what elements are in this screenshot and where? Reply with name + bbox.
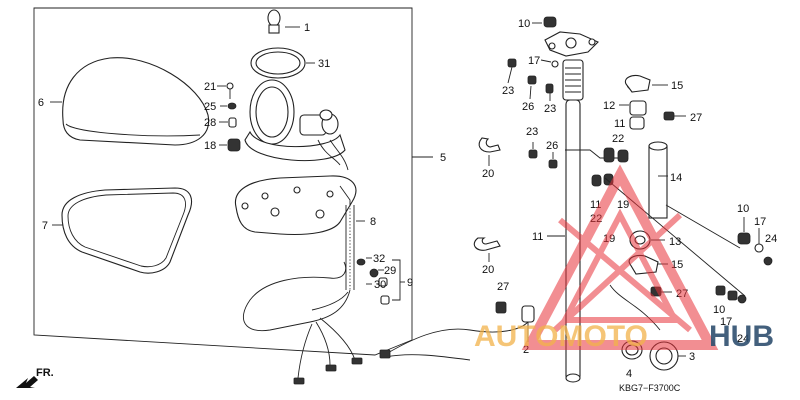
callout-10c: 10 xyxy=(713,304,725,316)
callout-13: 13 xyxy=(669,236,681,248)
callout-12: 12 xyxy=(603,100,615,112)
screw-23b-part xyxy=(528,149,538,159)
callout-6: 6 xyxy=(38,97,44,109)
bolt-17-right-part xyxy=(754,243,764,253)
callout-7: 7 xyxy=(42,220,48,232)
collar-lower-part xyxy=(380,295,390,305)
grommet-18-part xyxy=(227,138,241,152)
nut-26a-part xyxy=(527,75,537,85)
callout-21: 21 xyxy=(204,81,216,93)
cap-10-top-part xyxy=(543,16,557,28)
cable-guide-bolt-part xyxy=(565,147,629,163)
callout-29: 29 xyxy=(384,265,396,277)
callout-28: 28 xyxy=(204,117,216,129)
meter-case-part xyxy=(244,79,349,171)
tube-14-part xyxy=(648,141,668,219)
assembly-boundary xyxy=(33,7,413,356)
callout-18: 18 xyxy=(204,140,216,152)
screw-32-part xyxy=(356,258,366,266)
grommet-11b-part xyxy=(629,116,645,130)
nut-26b-part xyxy=(548,159,558,169)
front-marker: FR. xyxy=(36,367,54,379)
callout-32: 32 xyxy=(373,253,385,265)
callout-15a: 15 xyxy=(671,80,683,92)
nut-24-right-part xyxy=(763,256,773,266)
callout-31: 31 xyxy=(318,58,330,70)
callout-11c: 11 xyxy=(590,199,601,211)
sensor-wire-part xyxy=(379,301,535,361)
bolt-27-upper-part xyxy=(663,111,686,121)
callout-10a: 10 xyxy=(518,18,530,30)
callout-20a: 20 xyxy=(482,168,494,180)
callout-1: 1 xyxy=(304,22,310,34)
callout-4: 4 xyxy=(626,368,632,380)
callout-24a: 24 xyxy=(765,233,777,245)
lower-right-fasteners-part xyxy=(715,285,747,304)
callout-30: 30 xyxy=(374,279,386,291)
grommet-11c-part xyxy=(591,174,602,187)
callout-23a: 23 xyxy=(502,85,514,97)
collar-30-part xyxy=(378,277,388,287)
callout-20b: 20 xyxy=(482,264,494,276)
callout-14: 14 xyxy=(670,172,682,184)
gasket-part xyxy=(61,187,192,274)
screw-23a-part xyxy=(507,58,517,68)
callout-22a: 22 xyxy=(612,133,624,145)
callout-23c: 23 xyxy=(544,103,556,115)
callout-11a: 11 xyxy=(532,231,543,243)
harness-wire-part xyxy=(242,261,351,332)
callout-9: 9 xyxy=(407,277,413,289)
washer-25-part xyxy=(227,102,237,110)
watermark-logo xyxy=(521,164,719,350)
callout-17a: 17 xyxy=(528,55,540,67)
callout-11b: 11 xyxy=(614,118,625,130)
nut-29-part xyxy=(369,268,379,278)
callout-17c: 17 xyxy=(720,316,732,328)
callout-8: 8 xyxy=(370,216,376,228)
grommet-12-part xyxy=(629,100,647,116)
callout-23b: 23 xyxy=(526,126,538,138)
collar-28-part xyxy=(228,117,237,128)
clamp-15-upper-part xyxy=(624,74,651,93)
callout-25: 25 xyxy=(204,101,216,113)
clip-20-lower-part xyxy=(473,237,501,251)
diagram-code: KBG7−F3700C xyxy=(619,383,681,393)
watermark-text-right: HUB xyxy=(709,320,774,353)
base-plate-part xyxy=(234,175,357,235)
callout-24b: 24 xyxy=(737,333,749,345)
callout-19a: 19 xyxy=(617,199,629,211)
cable-top-bracket-part xyxy=(544,31,599,57)
callout-27c: 27 xyxy=(497,281,509,293)
callout-26b: 26 xyxy=(546,140,558,152)
bulb-part xyxy=(267,9,281,34)
callout-5: 5 xyxy=(440,152,446,164)
screw-23c-part xyxy=(545,83,554,94)
cap-10-right-part xyxy=(737,232,751,245)
callout-3: 3 xyxy=(689,351,695,363)
lens-cover-part xyxy=(62,57,210,146)
clip-20-upper-part xyxy=(478,137,501,153)
callout-10b: 10 xyxy=(737,203,749,215)
callout-26a: 26 xyxy=(522,101,534,113)
callout-27a: 27 xyxy=(690,112,702,124)
front-arrow-icon xyxy=(16,376,38,388)
harness-coil-part xyxy=(339,185,355,290)
watermark-text-left: AUTOMOTO xyxy=(474,320,648,353)
bolt-17-top-part xyxy=(551,60,559,68)
screw-21-part xyxy=(226,82,234,99)
callout-17b: 17 xyxy=(754,216,766,228)
